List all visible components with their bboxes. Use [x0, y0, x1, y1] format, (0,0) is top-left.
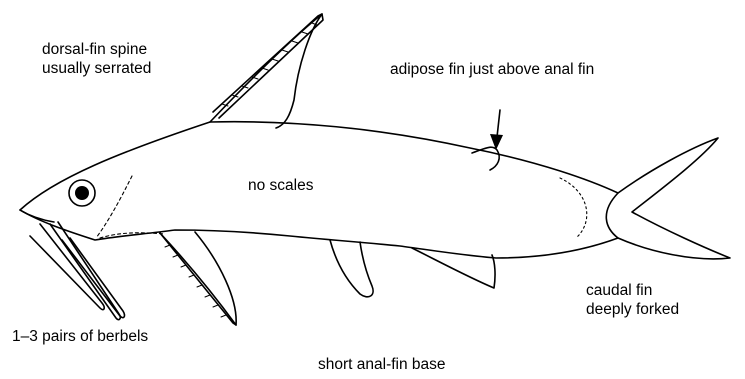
pelvic-fin [330, 240, 373, 297]
body-outline [20, 122, 618, 258]
dorsal-spine-serrations [222, 23, 317, 106]
label-caudal-line1: caudal fin [586, 281, 679, 300]
gill-cover [96, 176, 132, 238]
caudal-base-line [560, 178, 587, 238]
pectoral-spine-serrations [165, 245, 226, 317]
eye-pupil [75, 186, 89, 200]
label-dorsal-line2: usually serrated [42, 59, 151, 78]
label-dorsal-line1: dorsal-fin spine [42, 40, 151, 59]
label-caudal-line2: deeply forked [586, 300, 679, 319]
label-adipose-fin: adipose fin just above anal fin [390, 60, 594, 79]
caudal-fin [618, 138, 730, 259]
label-anal-text: short anal-fin base [318, 355, 446, 374]
label-dorsal-fin-spine: dorsal-fin spine usually serrated [42, 40, 151, 78]
label-caudal-fin: caudal fin deeply forked [586, 281, 679, 319]
label-barbels-text: 1–3 pairs of berbels [12, 327, 148, 346]
mouth-line [20, 210, 54, 222]
label-scales-text: no scales [248, 176, 313, 195]
label-barbels: 1–3 pairs of berbels [12, 327, 148, 346]
label-anal-fin-base: short anal-fin base [318, 355, 446, 374]
label-adipose-text: adipose fin just above anal fin [390, 60, 594, 79]
label-no-scales: no scales [248, 176, 313, 195]
